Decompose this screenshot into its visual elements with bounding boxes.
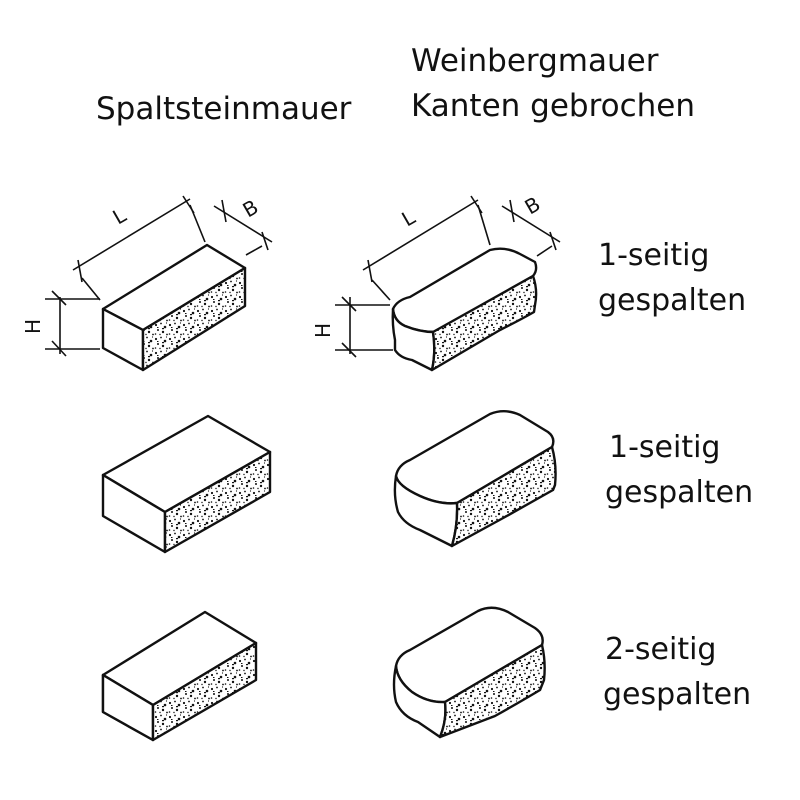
row1-label-line2: gespalten <box>598 283 747 318</box>
stone-spaltstein-row2 <box>101 414 272 554</box>
dim-label-l-left: L <box>109 203 131 230</box>
dimension-lines-row1-right <box>335 195 561 358</box>
dim-label-b-right: B <box>521 192 545 220</box>
stone-spaltstein-row3 <box>101 610 258 742</box>
dim-label-h-left: H <box>21 319 45 334</box>
row3-label-line1: 2-seitig <box>605 632 717 667</box>
header-weinbergmauer: Weinbergmauer <box>411 43 659 79</box>
dim-label-b-left: B <box>239 195 263 223</box>
stone-spaltstein-row1 <box>101 243 247 372</box>
dim-label-l-right: L <box>398 205 420 232</box>
dimension-lines-row1-left <box>45 195 273 357</box>
stone-weinberg-row1 <box>391 247 538 372</box>
dim-label-h-right: H <box>311 323 335 338</box>
stone-weinberg-row3 <box>392 606 546 739</box>
header-spaltsteinmauer: Spaltsteinmauer <box>96 91 352 127</box>
row3-label-line2: gespalten <box>603 677 752 712</box>
row2-label-line2: gespalten <box>605 475 754 510</box>
row2-label-line1: 1-seitig <box>609 430 721 465</box>
row1-label-line1: 1-seitig <box>598 238 710 273</box>
stone-weinberg-row2 <box>393 410 557 548</box>
header-kanten-gebrochen: Kanten gebrochen <box>411 88 696 124</box>
